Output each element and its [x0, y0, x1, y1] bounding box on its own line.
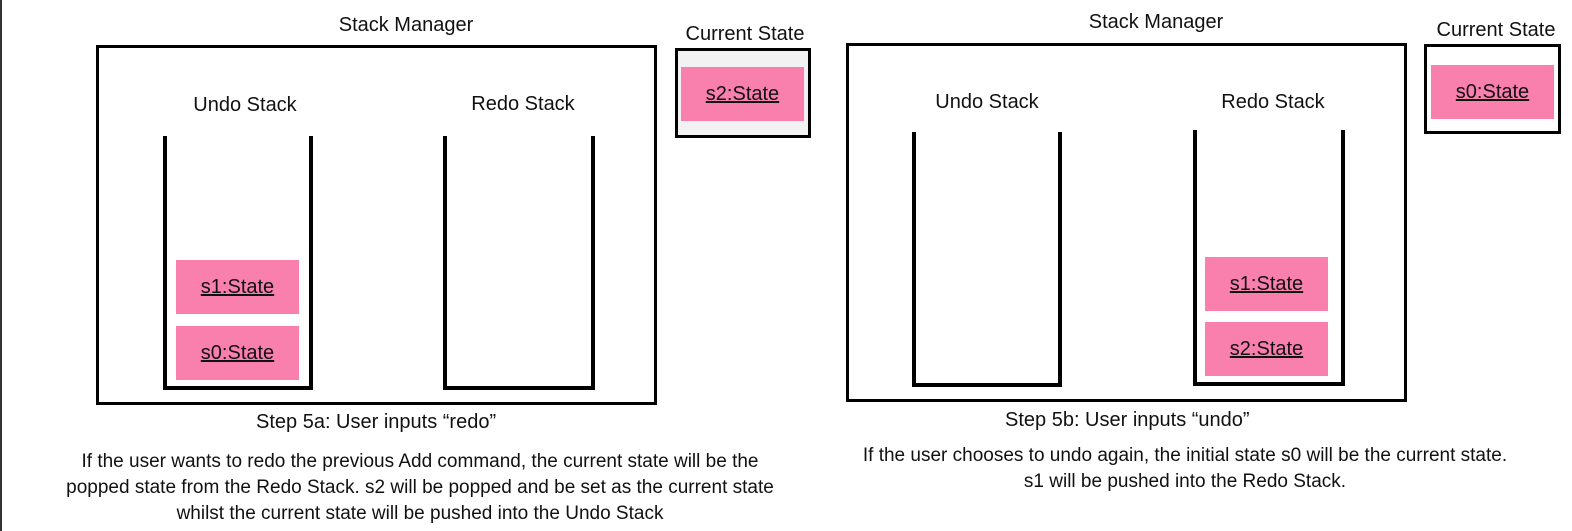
description-line: whilst the current state will be pushed …: [176, 503, 664, 524]
description-line: s1 will be pushed into the Redo Stack.: [1023, 471, 1347, 492]
description-line: If the user chooses to undo again, the i…: [862, 445, 1508, 466]
undo-stack: [912, 132, 1062, 387]
redo-stack: [443, 136, 595, 390]
step-caption: Step 5b: User inputs “undo”: [1005, 409, 1250, 431]
current-state-item: s2:State: [681, 67, 804, 121]
redo-stack-item: s1:State: [1205, 257, 1328, 311]
stack-manager-frame: [846, 43, 1407, 402]
undo-stack-item: s0:State: [176, 326, 299, 380]
description-line: If the user wants to redo the previous A…: [81, 451, 759, 472]
redo-stack-label: Redo Stack: [471, 93, 575, 115]
stack-manager-frame: [96, 45, 657, 405]
redo-stack: [1193, 130, 1345, 386]
redo-stack-item: s2:State: [1205, 322, 1328, 376]
current-state-item: s0:State: [1431, 65, 1554, 119]
redo-stack-label: Redo Stack: [1221, 91, 1325, 113]
undo-stack-item: s1:State: [176, 260, 299, 314]
stack-manager-title: Stack Manager: [1088, 11, 1224, 33]
undo-stack-label: Undo Stack: [935, 91, 1039, 113]
stack-manager-title: Stack Manager: [338, 14, 474, 36]
step-caption: Step 5a: User inputs “redo”: [256, 411, 497, 433]
undo-stack-label: Undo Stack: [193, 94, 297, 116]
undo-stack: [163, 136, 313, 390]
description-line: popped state from the Redo Stack. s2 wil…: [66, 477, 774, 498]
current-state-title: Current State: [1436, 19, 1556, 41]
current-state-title: Current State: [685, 23, 805, 45]
page-left-border: [0, 0, 2, 531]
